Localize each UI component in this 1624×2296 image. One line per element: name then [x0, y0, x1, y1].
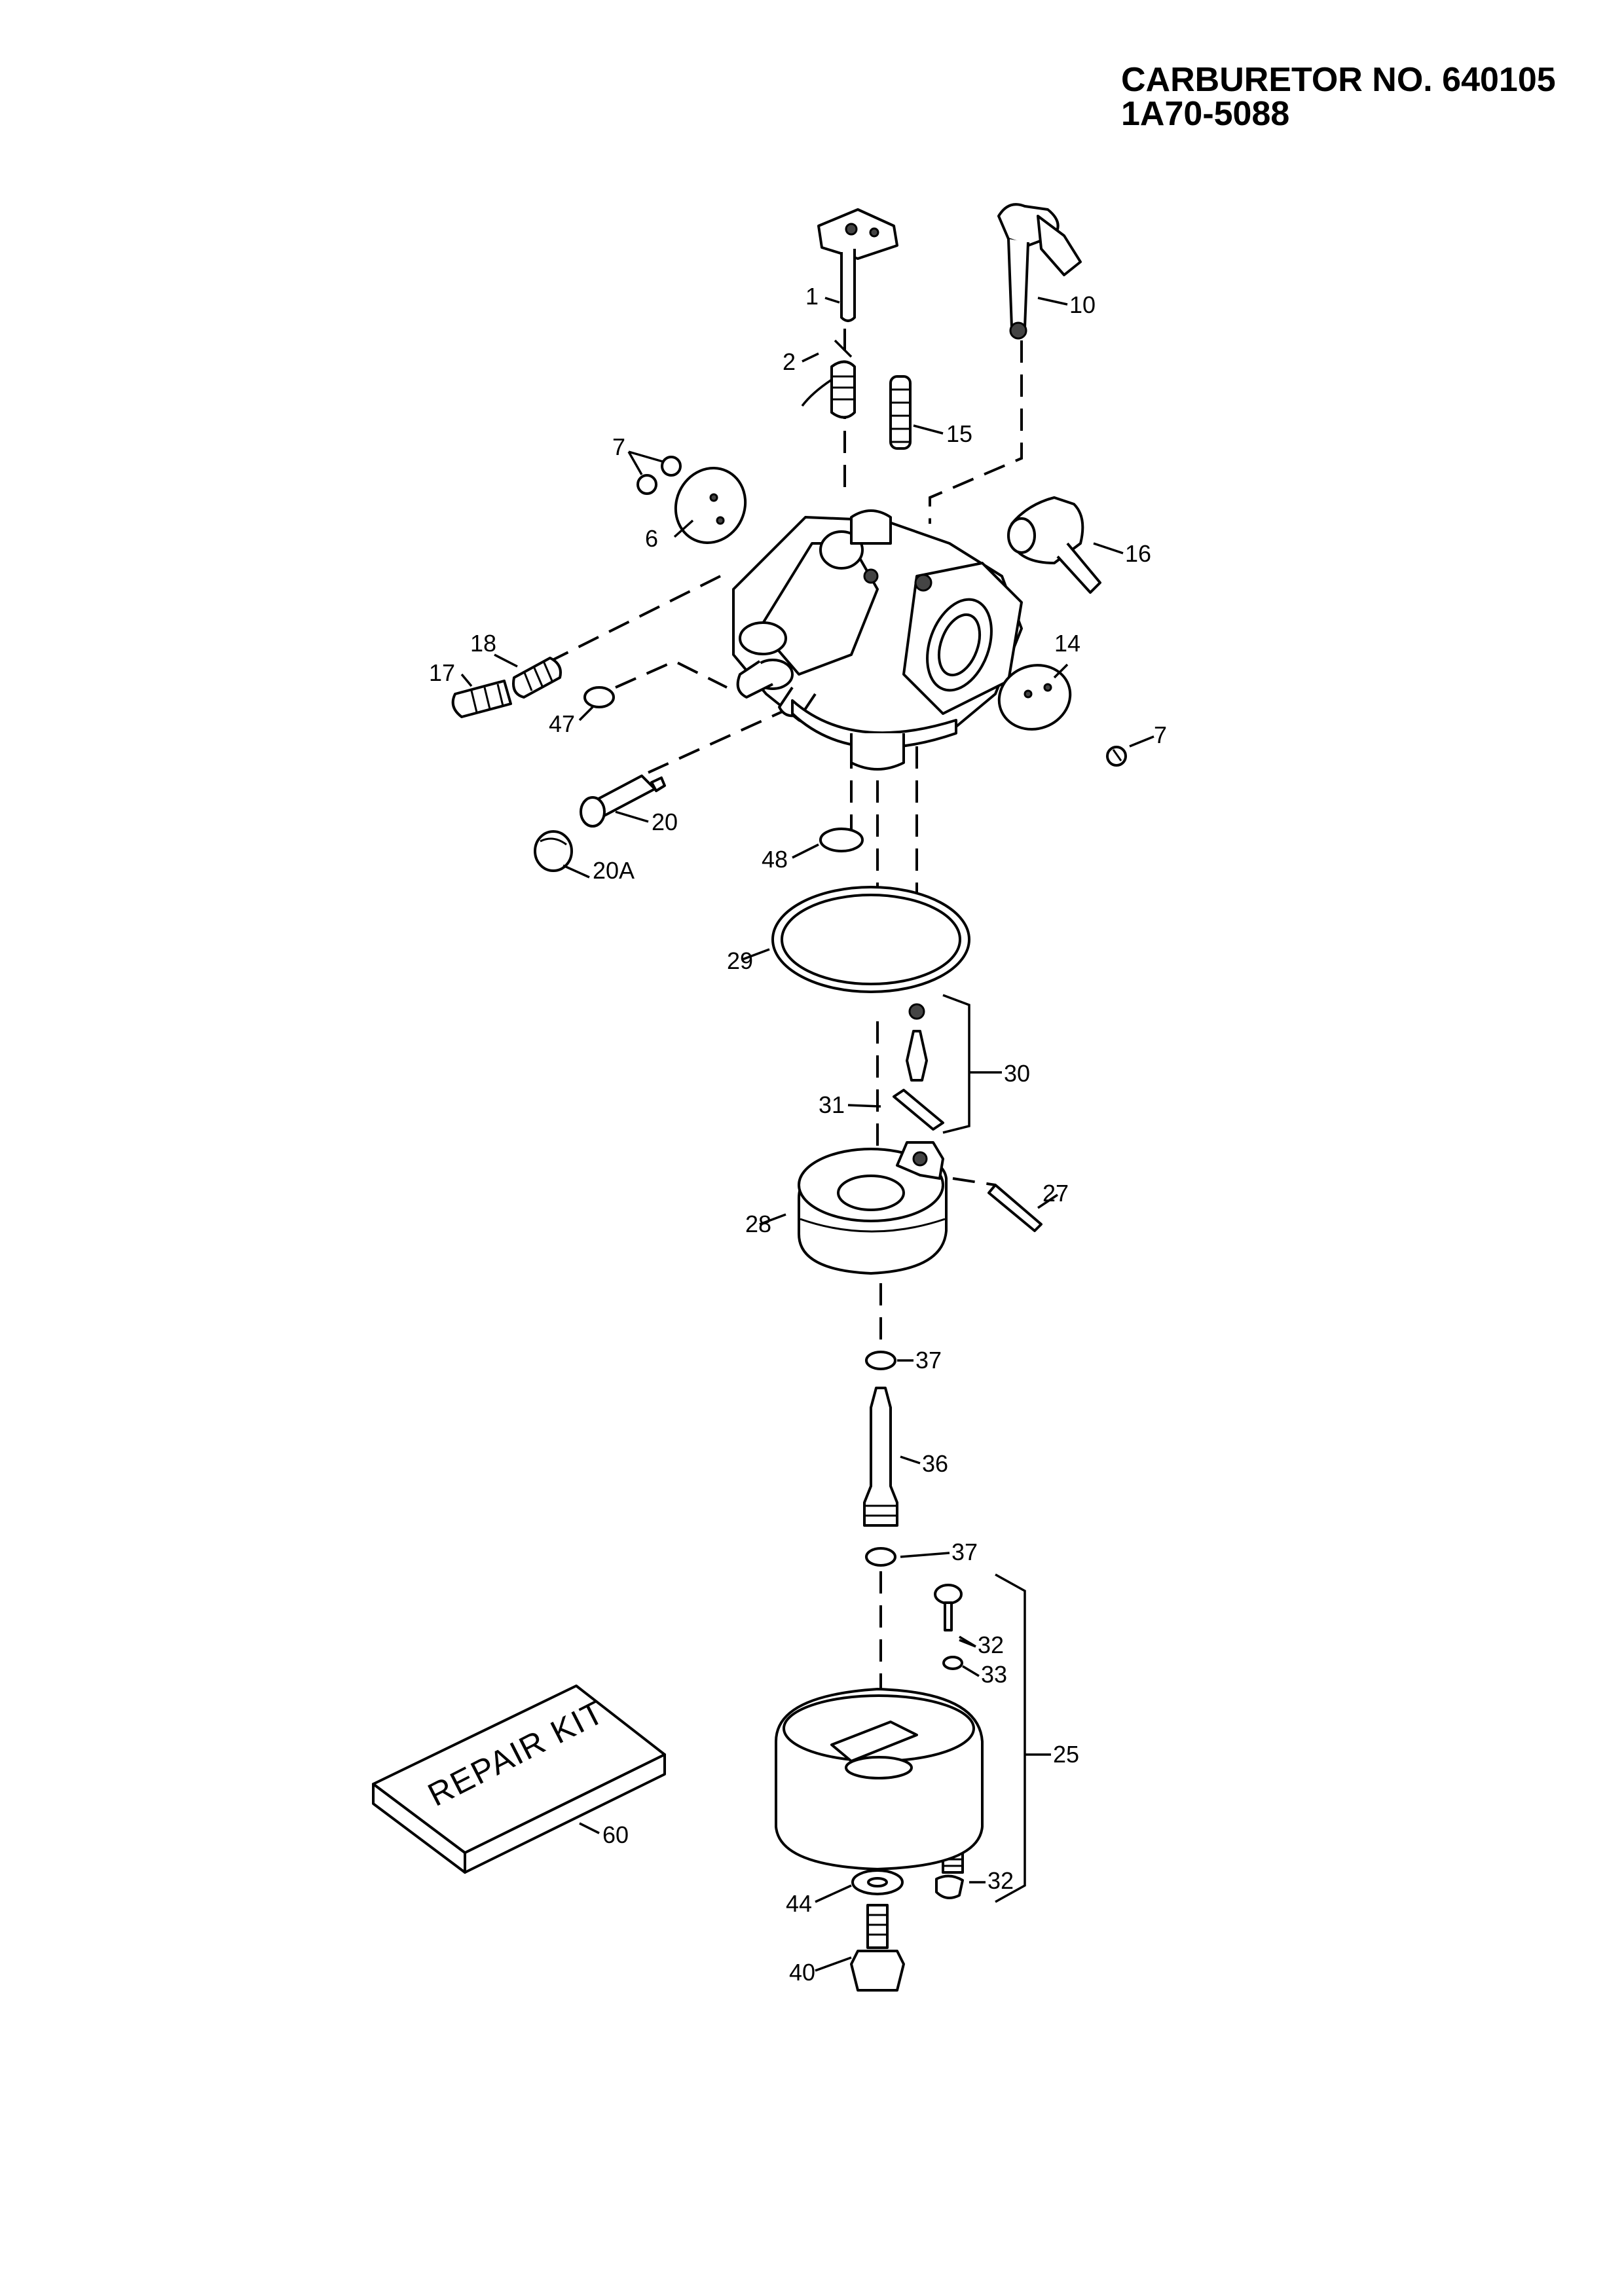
part-7-screw-right — [1106, 746, 1127, 767]
callout-47: 47 — [549, 710, 575, 737]
callout-20: 20 — [652, 809, 678, 835]
part-36-nozzle — [863, 1387, 898, 1527]
part-37-o-rings — [865, 1351, 896, 1567]
callout-28: 28 — [745, 1211, 771, 1237]
callout-48: 48 — [762, 846, 788, 873]
callout-20A: 20A — [593, 857, 635, 884]
part-6-choke-plate — [674, 467, 747, 544]
callout-1: 1 — [805, 283, 819, 310]
part-1-choke-shaft — [817, 208, 898, 322]
callout-32-bottom: 32 — [987, 1867, 1014, 1894]
callout-14: 14 — [1054, 630, 1080, 657]
assembly-guide-lines — [549, 295, 1023, 1741]
part-20-jet — [580, 774, 666, 828]
callout-leader-lines — [460, 297, 1154, 1972]
part-30-inlet-needle — [906, 994, 970, 1134]
callout-7-right: 7 — [1154, 721, 1167, 748]
diagram-subtitle: 1A70-5088 — [1121, 95, 1290, 133]
part-20A-cap — [534, 830, 573, 872]
callout-37-top: 37 — [915, 1347, 942, 1374]
diagram-title: CARBURETOR NO. 640105 — [1121, 61, 1556, 99]
callout-6: 6 — [645, 525, 658, 552]
callout-18: 18 — [470, 630, 496, 657]
part-2-spring — [801, 339, 856, 419]
part-14-throttle-plate — [997, 664, 1072, 731]
part-27-pin — [987, 1184, 1043, 1232]
carburetor-body — [732, 509, 1023, 771]
callout-17: 17 — [429, 659, 455, 686]
part-15-spring — [889, 375, 912, 450]
callout-33: 33 — [981, 1661, 1007, 1688]
part-16-fuel-inlet — [1007, 496, 1101, 594]
callout-31: 31 — [819, 1091, 845, 1118]
callout-25: 25 — [1053, 1741, 1079, 1768]
callout-36: 36 — [922, 1450, 948, 1477]
callout-7-top: 7 — [612, 433, 625, 460]
part-60-repair-kit: REPAIR KIT — [372, 1685, 666, 1874]
callout-10: 10 — [1069, 291, 1096, 318]
part-7-screws — [627, 450, 682, 495]
part-31-clip — [893, 1089, 944, 1131]
part-29-gasket — [771, 886, 970, 993]
part-32-33-drain-parts — [934, 1573, 1026, 1903]
callout-40: 40 — [789, 1959, 815, 1986]
callout-15: 15 — [946, 420, 972, 447]
part-17-18-idle-screw — [451, 657, 562, 718]
callout-29: 29 — [727, 947, 753, 974]
part-25-float-bowl — [775, 1688, 984, 1870]
callout-27: 27 — [1043, 1180, 1069, 1207]
callout-30: 30 — [1004, 1060, 1030, 1087]
part-10-throttle-shaft — [997, 203, 1082, 340]
part-40-bowl-nut — [850, 1904, 905, 1992]
callout-60: 60 — [602, 1821, 629, 1848]
callout-32-top: 32 — [978, 1631, 1004, 1658]
callout-16: 16 — [1125, 540, 1151, 567]
callout-labels: 1 2 6 7 7 10 14 15 16 17 18 20 20A 25 27… — [429, 283, 1167, 1986]
part-47-o-ring — [583, 686, 615, 708]
callout-2: 2 — [783, 348, 796, 375]
callout-37-bottom: 37 — [951, 1539, 978, 1565]
callout-44: 44 — [786, 1890, 812, 1917]
part-48-washer — [819, 828, 864, 852]
part-28-float — [798, 1141, 948, 1275]
part-44-washer — [851, 1869, 904, 1895]
